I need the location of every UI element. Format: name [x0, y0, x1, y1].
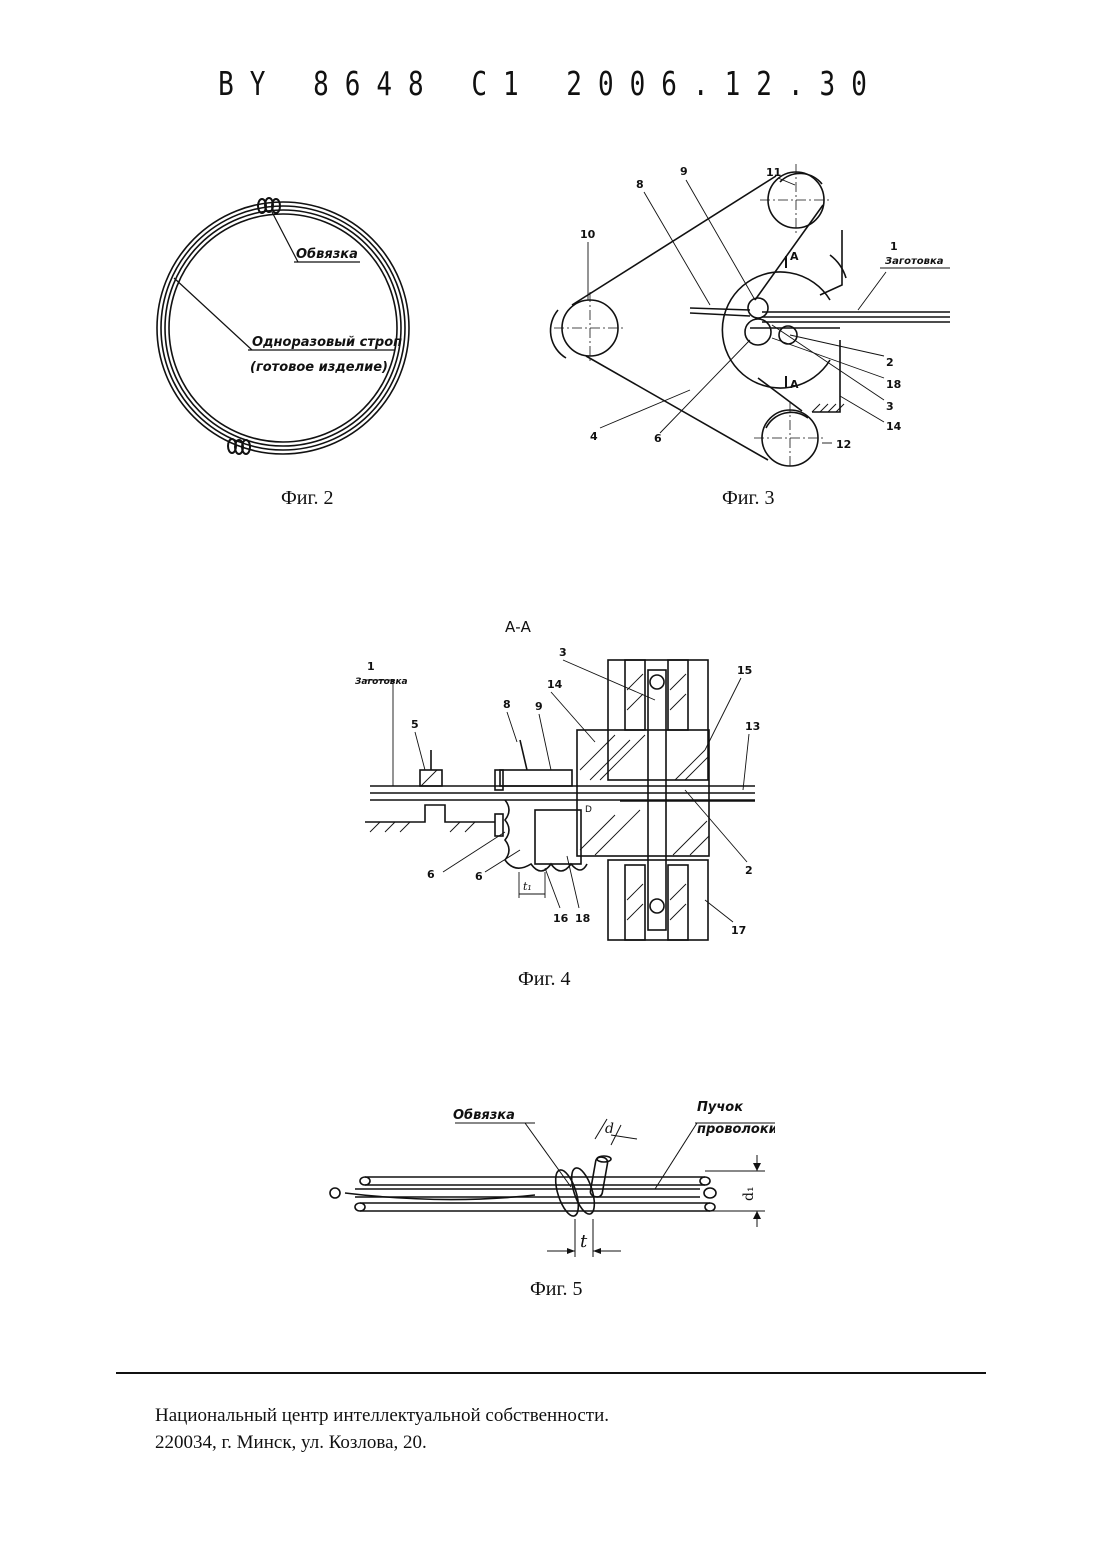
section-mark-top: А — [790, 250, 799, 263]
ref-number-7: 6 — [427, 868, 435, 881]
diameter-label: D — [585, 805, 592, 815]
ref-number-6: 6 — [475, 870, 483, 883]
wire-diameter-label: d — [605, 1121, 614, 1137]
figure-2-caption: Фиг. 2 — [281, 487, 333, 510]
document-header: BY 8648 C1 2006.12.30 — [0, 66, 1101, 104]
figure-3-machine-drawing: А А 8 9 10 11 1 Заготовка 2 18 3 14 6 4 … — [540, 160, 960, 470]
pitch-label: t₁ — [523, 880, 532, 893]
bundle-label-line2: проволоки — [697, 1122, 775, 1137]
footer-line-1: Национальный центр интеллектуальной собс… — [155, 1402, 609, 1429]
figure-2-sling-drawing: Обвязка Одноразовый строп (готовое издел… — [140, 190, 425, 470]
ref-number-3: 3 — [886, 400, 894, 413]
blank-label: Заготовка — [355, 677, 408, 687]
ref-number-17: 15 — [737, 664, 752, 677]
binding-label: Обвязка — [453, 1108, 515, 1123]
ref-number-3: 3 — [559, 646, 567, 659]
ref-number-12: 12 — [836, 438, 851, 451]
ref-number-8: 8 — [503, 698, 511, 711]
ref-number-4: 4 — [590, 430, 598, 443]
footer-divider — [116, 1372, 986, 1374]
binding-label: Обвязка — [296, 247, 358, 262]
ref-number-2: 2 — [745, 864, 753, 877]
ref-number-16: 14 — [547, 678, 563, 691]
figure-5-caption: Фиг. 5 — [530, 1278, 582, 1301]
ref-number-11: 11 — [766, 166, 781, 179]
sling-label-line2: (готовое изделие) — [250, 360, 388, 375]
ref-number-9: 9 — [535, 700, 543, 713]
pitch-label: t — [580, 1231, 588, 1252]
bundle-diameter-label: d₁ — [741, 1186, 757, 1201]
ref-number-9: 9 — [680, 165, 688, 178]
ref-number-5: 5 — [411, 718, 419, 731]
figure-4-section-drawing: А-А — [355, 610, 765, 950]
ref-number-18: 18 — [575, 912, 590, 925]
ref-number-14: 14 — [886, 420, 902, 433]
bundle-label-line1: Пучок — [697, 1100, 744, 1115]
blank-label: Заготовка — [885, 256, 944, 267]
ref-number-1: 1 — [890, 240, 898, 253]
footer-line-2: 220034, г. Минск, ул. Козлова, 20. — [155, 1429, 609, 1456]
ref-number-13: 13 — [745, 720, 760, 733]
ref-number-10: 10 — [580, 228, 596, 241]
section-title: А-А — [505, 618, 532, 636]
ref-number-15: 16 — [553, 912, 569, 925]
figure-4-caption: Фиг. 4 — [518, 968, 570, 991]
footer: Национальный центр интеллектуальной собс… — [155, 1402, 609, 1456]
ref-number-8: 8 — [636, 178, 644, 191]
ref-number-18: 18 — [886, 378, 901, 391]
ref-number-14: 17 — [731, 924, 746, 937]
sling-label-line1: Одноразовый строп — [252, 335, 402, 350]
figure-5-binding-drawing: Обвязка Пучок проволоки d d₁ t — [325, 1095, 775, 1260]
ref-number-6: 6 — [654, 432, 662, 445]
figure-3-caption: Фиг. 3 — [722, 487, 774, 510]
ref-number-1: 1 — [367, 660, 375, 673]
ref-number-2: 2 — [886, 356, 894, 369]
section-mark-bottom: А — [790, 378, 799, 391]
